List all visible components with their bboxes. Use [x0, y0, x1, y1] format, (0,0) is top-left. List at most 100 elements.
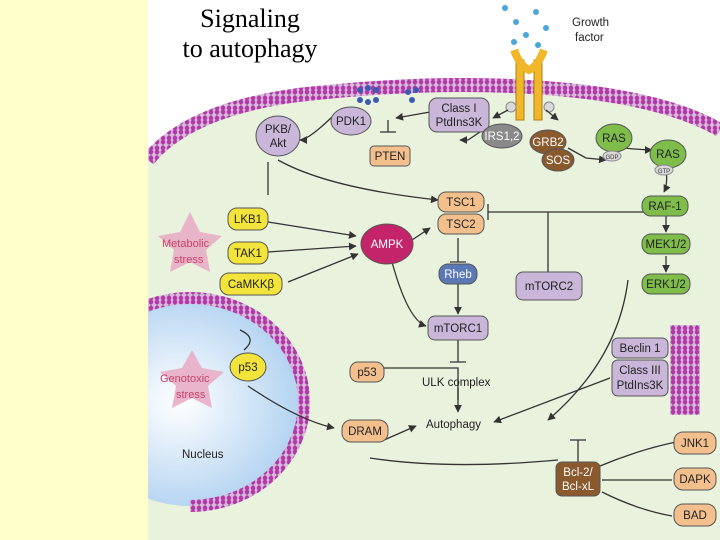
node-ampk: AMPK — [360, 223, 414, 265]
node-mtorc1: mTORC1 — [427, 315, 489, 341]
pkb-akt-label-2: Akt — [270, 138, 287, 150]
mtorc1-label: mTORC1 — [434, 323, 482, 335]
edge-akt-tsc — [277, 159, 439, 204]
node-raf1: RAF-1 — [641, 195, 689, 217]
node-dram: DRAM — [341, 419, 389, 443]
edge-lkb1-ampk — [267, 221, 357, 239]
irs12-label: IRS1,2 — [484, 131, 519, 143]
genotoxic-stress-star — [160, 350, 224, 408]
signaling-diagram: Nucleus Growth factor Metabolic stress G… — [148, 0, 720, 540]
beclin1-label: Beclin 1 — [620, 343, 661, 355]
node-ras-gdp: RAS GDP — [595, 123, 633, 162]
nuclear-membrane-side — [189, 401, 310, 512]
ras-gdp-label: RAS — [602, 133, 626, 145]
mtorc2-label: mTORC2 — [525, 281, 573, 293]
ulk-complex-label: ULK complex — [422, 377, 491, 389]
node-class1-pi3k: Class I PtdIns3K — [428, 97, 490, 133]
edge-pi3k-pdk1 — [395, 111, 431, 121]
bcl2-label-1: Bcl-2/ — [563, 467, 593, 479]
node-class3-pi3k: Class III PtdIns3K — [611, 359, 669, 397]
ras-gtp-label: RAS — [656, 149, 680, 161]
genotoxic-stress-label-1: Genotoxic — [160, 373, 210, 385]
pi3k-label-2: PtdIns3K — [436, 117, 483, 129]
ampk-label: AMPK — [371, 239, 404, 251]
edge-camkk-ampk — [287, 252, 359, 283]
edge-erk-autophagy — [547, 279, 629, 421]
edge-bad-bcl2 — [601, 491, 673, 517]
pten-label: PTEN — [375, 151, 406, 163]
edge-receptor-grb2 — [545, 109, 559, 121]
edge-bcl2-dram — [369, 457, 559, 466]
growth-factor-label-2: factor — [575, 32, 604, 44]
edge-jnk1-bcl2 — [599, 441, 677, 467]
nuclear-membrane-top — [148, 292, 310, 403]
node-dapk: DAPK — [673, 467, 717, 491]
lkb1-label: LKB1 — [234, 214, 262, 226]
dapk-label: DAPK — [679, 474, 711, 486]
node-erk12: ERK1/2 — [641, 273, 691, 295]
node-camkk: CaMKKβ — [219, 272, 283, 296]
node-irs12: IRS1,2 — [481, 123, 523, 149]
edge-pten-inhibit — [380, 120, 396, 133]
pi3k-label-1: Class I — [441, 103, 476, 115]
genotoxic-stress-label-2: stress — [176, 389, 206, 401]
edge-class3-autophagy — [493, 377, 611, 424]
raf1-label: RAF-1 — [648, 201, 681, 213]
nucleus — [148, 298, 304, 506]
nucleus-label: Nucleus — [182, 449, 224, 461]
edge-p53-cyto-autophagy — [374, 367, 459, 400]
bcl2-label-2: Bcl-xL — [562, 481, 595, 493]
metabolic-stress-star — [158, 212, 222, 272]
edge-p53-dram — [247, 385, 335, 431]
camkk-label: CaMKKβ — [228, 279, 275, 291]
node-p53-cyto: p53 — [349, 361, 385, 383]
slide-title: Signaling to autophagy — [150, 4, 350, 64]
node-beclin1: Beclin 1 — [611, 337, 669, 359]
edge-ampk-ulk — [391, 261, 427, 328]
p53-nuclear-label: p53 — [238, 362, 257, 374]
receptor-phospho-right — [543, 101, 555, 113]
grb2-label: GRB2 — [532, 137, 563, 149]
mek12-label: MEK1/2 — [646, 239, 687, 251]
node-lkb1: LKB1 — [227, 207, 269, 231]
edge-tsc-inhibit-rheb — [450, 238, 466, 263]
node-mek12: MEK1/2 — [641, 233, 691, 255]
edge-mtorc1-inhibit-ulk — [450, 340, 466, 363]
pdk1-label: PDK1 — [336, 116, 366, 128]
node-tsc1: TSC1 — [437, 191, 485, 213]
tak1-label: TAK1 — [234, 248, 262, 260]
tsc1-label: TSC1 — [446, 197, 475, 209]
edge-ampk-tsc — [411, 227, 431, 241]
edge-pdk1-pkb — [299, 116, 333, 144]
edge-tak1-ampk — [267, 242, 357, 253]
node-tak1: TAK1 — [227, 241, 269, 265]
jnk1-label: JNK1 — [681, 438, 709, 450]
title-line-1: Signaling — [200, 4, 300, 33]
edge-erk-inhibit-tsc — [487, 204, 646, 220]
class3-label-2: PtdIns3K — [617, 380, 664, 392]
node-mtorc2: mTORC2 — [515, 271, 583, 301]
pathway-edges — [239, 109, 677, 517]
node-pten: PTEN — [369, 145, 411, 167]
node-jnk1: JNK1 — [673, 431, 717, 455]
node-sos: SOS — [541, 148, 575, 172]
node-rheb: Rheb — [438, 263, 478, 285]
growth-factor-label-1: Growth — [572, 17, 609, 29]
pip-lipids — [357, 85, 419, 105]
erk12-label: ERK1/2 — [646, 279, 686, 291]
edge-nuclear-p53-link — [239, 329, 251, 351]
node-p53-nuclear: p53 — [229, 352, 267, 382]
sos-label: SOS — [546, 155, 571, 167]
dram-label: DRAM — [348, 426, 382, 438]
node-grb2: GRB2 — [529, 129, 567, 155]
p53-cyto-label: p53 — [357, 367, 376, 379]
gtp-label: GTP — [658, 169, 670, 175]
node-pdk1: PDK1 — [330, 106, 372, 136]
growth-factor-receptor — [510, 48, 548, 121]
plasma-membrane — [148, 78, 720, 165]
growth-factor-dots — [502, 5, 549, 48]
node-bcl2: Bcl-2/ Bcl-xL — [555, 461, 601, 497]
rheb-label: Rheb — [444, 269, 472, 281]
node-pkb-akt: PKB/ Akt — [255, 115, 301, 157]
metabolic-stress-label-1: Metabolic — [162, 238, 210, 250]
